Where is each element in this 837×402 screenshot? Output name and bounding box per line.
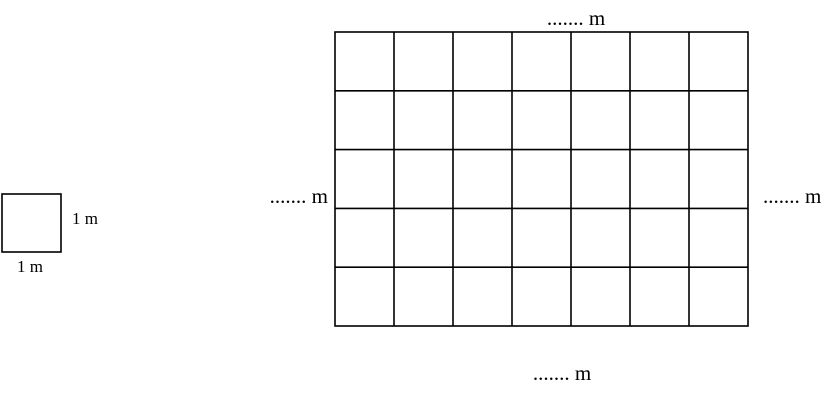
grid-top-label: ....... m: [547, 6, 605, 30]
grid-outline: [334, 31, 749, 327]
unit-square: [1, 193, 62, 253]
grid-right-label: ....... m: [763, 184, 821, 208]
unit-square-group: 1 m 1 m: [1, 193, 98, 276]
grid-bottom-label: ....... m: [533, 361, 591, 385]
grid-group: [334, 31, 749, 327]
unit-square-bottom-label: 1 m: [17, 257, 43, 276]
grid-lines: [335, 32, 748, 326]
grid-left-label: ....... m: [270, 184, 328, 208]
unit-square-side-label: 1 m: [72, 209, 98, 228]
